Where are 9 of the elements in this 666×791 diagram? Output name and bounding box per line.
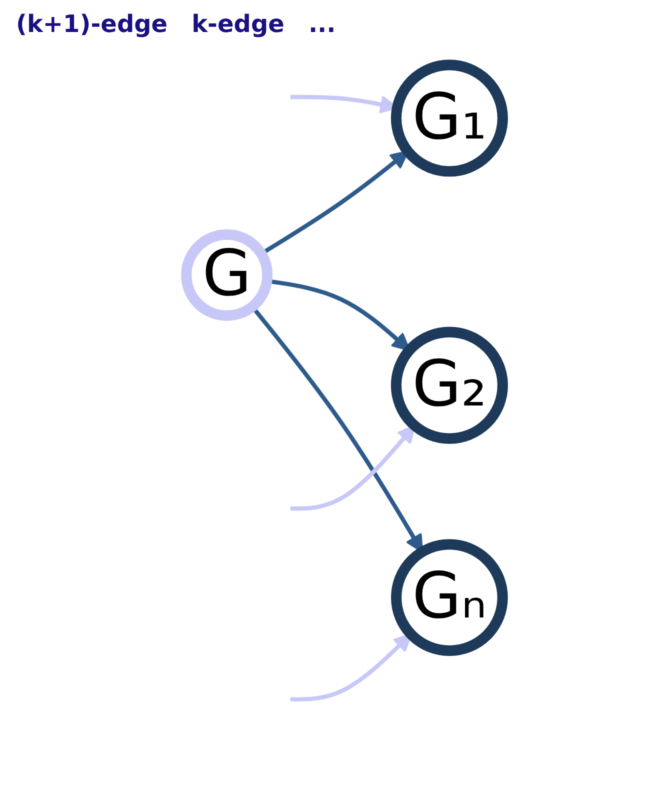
node-circle: G₁ [390, 60, 508, 177]
group-label: ... [308, 10, 336, 38]
arrow [290, 424, 416, 511]
arrow [290, 633, 412, 702]
node-circle: G [181, 229, 273, 321]
group-label: k-edge [192, 10, 284, 38]
node-circle: Gₙ [391, 539, 508, 656]
node-circle: G₂ [390, 326, 508, 444]
group-label: (k+1)-edge [16, 10, 168, 38]
